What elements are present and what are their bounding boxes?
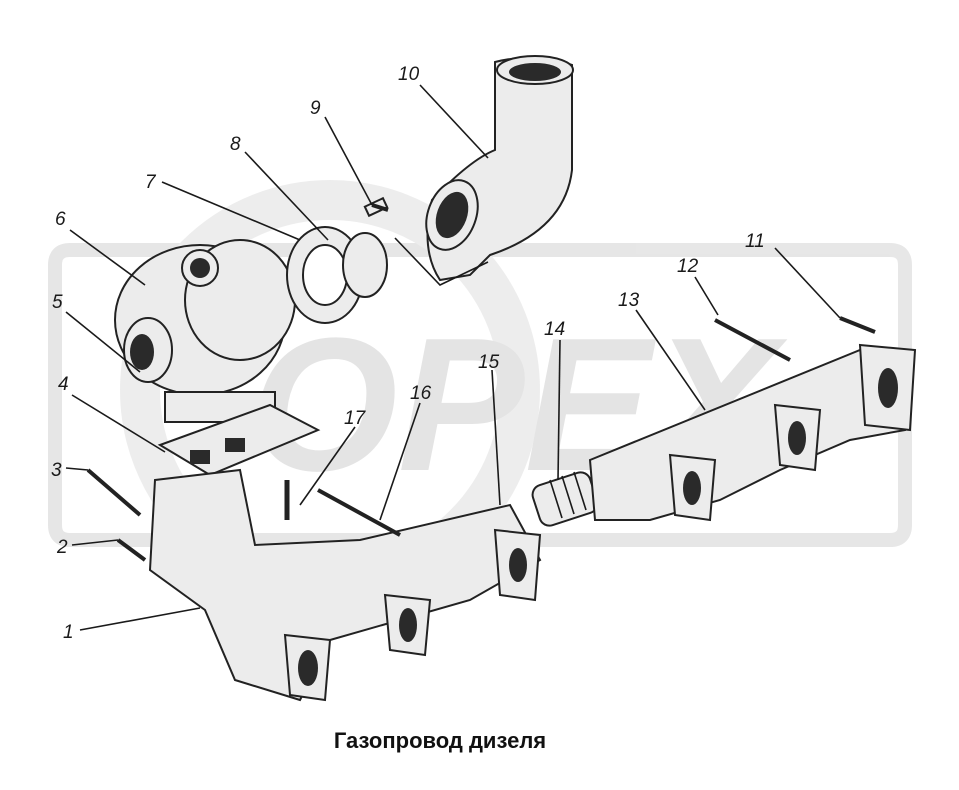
callout-10: 10 <box>398 64 420 85</box>
callout-1: 1 <box>63 622 74 643</box>
bolt-2 <box>116 538 147 562</box>
part-turbocharger <box>114 239 296 423</box>
figure-caption: Газопровод дизеля <box>333 728 547 753</box>
callout-13: 13 <box>618 290 640 311</box>
callout-7: 7 <box>145 172 157 193</box>
callout-6: 6 <box>55 209 66 230</box>
bolt-3 <box>86 468 142 517</box>
leader-lines <box>65 84 841 631</box>
part-elbow-pipe <box>394 55 574 286</box>
callout-9: 9 <box>310 98 321 119</box>
part-manifold-left <box>148 468 542 702</box>
part-adapter-plate <box>157 403 321 477</box>
callout-17: 17 <box>344 408 367 429</box>
callout-15: 15 <box>478 352 500 373</box>
callout-12: 12 <box>677 256 699 277</box>
callout-4: 4 <box>58 374 69 395</box>
callout-5: 5 <box>52 292 63 313</box>
callout-11: 11 <box>745 231 765 252</box>
callout-2: 2 <box>56 537 68 558</box>
bolt-12 <box>714 318 791 362</box>
bolt-9 <box>371 203 389 212</box>
bolts <box>86 203 876 562</box>
callout-16: 16 <box>410 383 432 404</box>
bolt-16 <box>317 488 401 537</box>
callout-labels: 1 2 3 4 5 6 7 8 9 10 11 12 13 14 15 16 1… <box>51 64 765 643</box>
bolt-11 <box>839 316 876 334</box>
callout-3: 3 <box>51 460 62 481</box>
part-manifold-right <box>588 343 917 522</box>
callout-14: 14 <box>544 319 565 340</box>
callout-8: 8 <box>230 134 241 155</box>
